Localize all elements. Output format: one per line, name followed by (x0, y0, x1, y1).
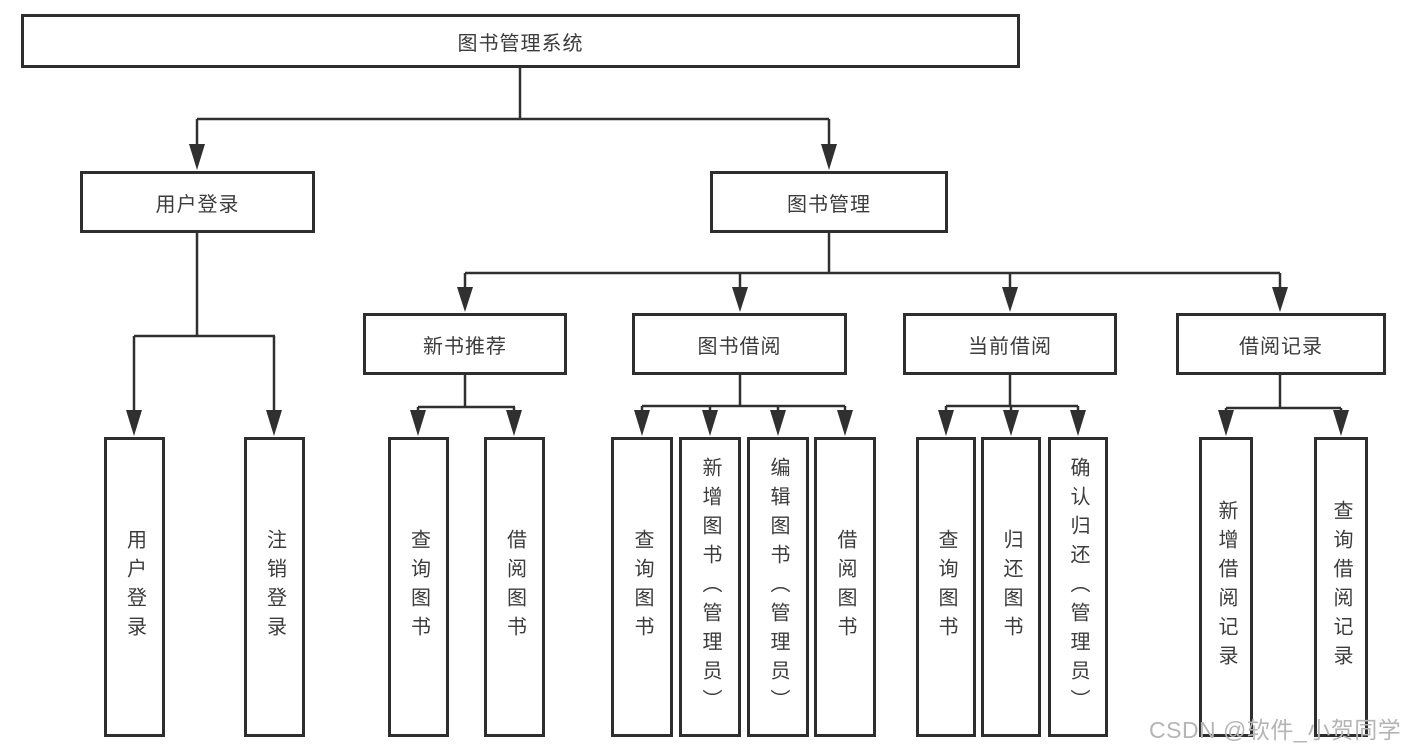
leaf-logout-login: 注销登录 (244, 437, 305, 737)
leaf-query-books-recommend: 查询图书 (388, 437, 449, 737)
node-book-management: 图书管理 (710, 171, 948, 233)
node-system-root: 图书管理系统 (21, 14, 1020, 68)
leaf-add-borrow-record: 新增借阅记录 (1199, 437, 1253, 737)
leaf-add-book-admin: 新增图书（管理员） (679, 437, 741, 737)
connector-current-to-leaves (938, 375, 1086, 436)
leaf-borrow-books-recommend: 借阅图书 (484, 437, 545, 737)
leaf-borrow-books-borrowing: 借阅图书 (814, 437, 876, 737)
node-book-borrowing: 图书借阅 (632, 313, 847, 375)
node-current-borrowing: 当前借阅 (903, 313, 1117, 375)
connector-newbook-to-leaves (410, 375, 522, 436)
leaf-user-login: 用户登录 (104, 437, 165, 737)
leaf-query-books-current: 查询图书 (916, 437, 976, 737)
node-borrow-records: 借阅记录 (1176, 313, 1386, 375)
leaf-query-books-borrowing: 查询图书 (611, 437, 673, 737)
connector-bookmgmt-to-level3 (457, 233, 1288, 312)
leaf-query-borrow-record: 查询借阅记录 (1314, 437, 1368, 737)
connector-records-to-leaves (1218, 375, 1349, 436)
connector-root-to-level2 (189, 68, 837, 170)
leaf-return-books: 归还图书 (981, 437, 1041, 737)
leaf-confirm-return-admin: 确认归还（管理员） (1048, 437, 1108, 737)
connector-userlogin-to-leaves (126, 233, 282, 436)
node-new-book-recommend: 新书推荐 (363, 313, 567, 375)
connector-borrowing-to-leaves (634, 375, 853, 436)
csdn-watermark: CSDN @软件_小贺同学 (1149, 717, 1402, 743)
leaf-edit-book-admin: 编辑图书（管理员） (747, 437, 809, 737)
node-user-login: 用户登录 (80, 171, 315, 233)
